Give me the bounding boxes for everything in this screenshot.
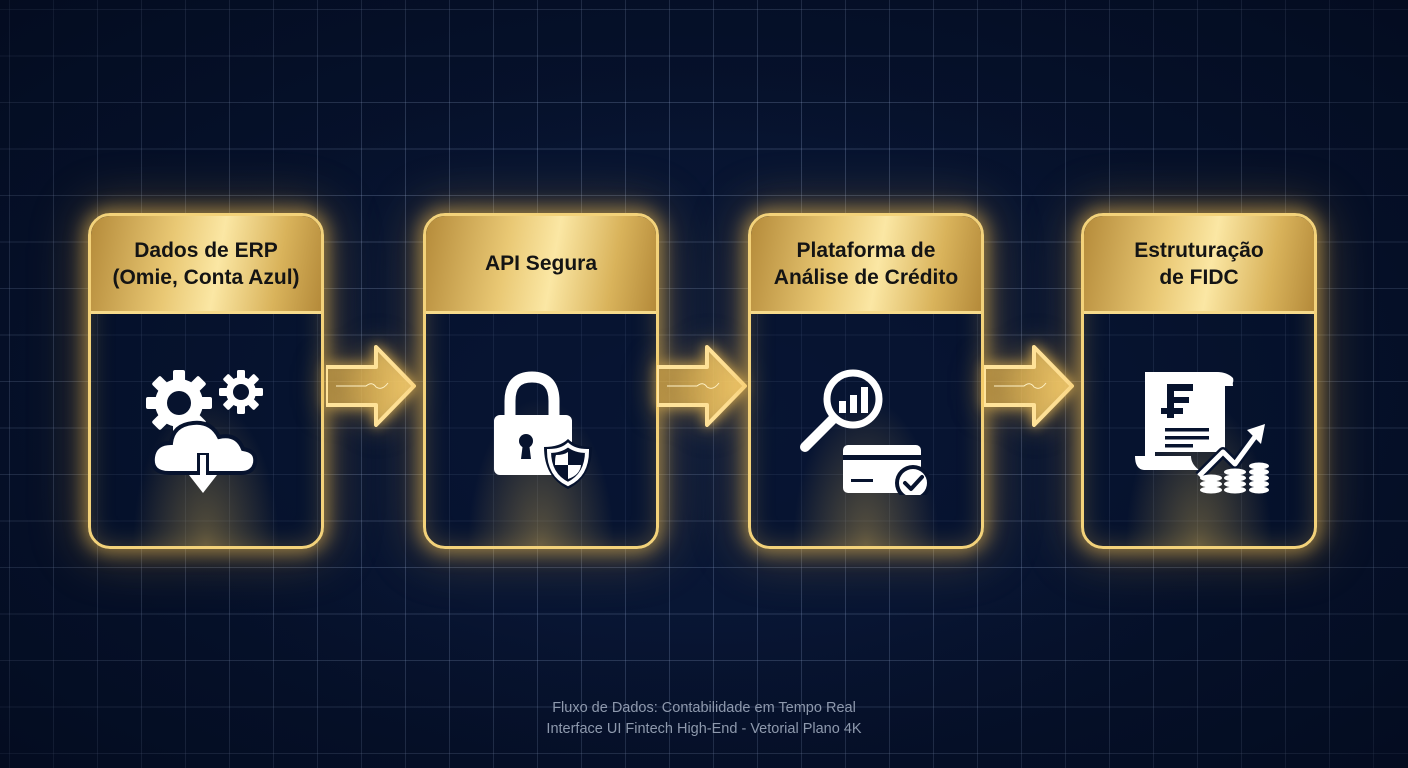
step-card-fidc-structuring: Estruturação de FIDC [1081,213,1317,549]
step-title-line2: (Omie, Conta Azul) [112,265,300,289]
document-growth-coins-icon [1129,360,1269,500]
step-title-line1: Plataforma de [796,238,936,262]
step-title-line1: Dados de ERP [134,238,278,262]
step-card-secure-api: API Segura [423,213,659,549]
arrow-right-icon [324,343,418,429]
step-title-line1: API Segura [484,252,598,275]
gears-cloud-download-icon [141,365,271,495]
footer-line-1: Fluxo de Dados: Contabilidade em Tempo R… [552,700,856,716]
padlock-shield-icon [476,365,606,495]
arrow-right-icon [982,343,1076,429]
step-card-erp-data: Dados de ERP (Omie, Conta Azul) [88,213,324,549]
footer-line-2: Interface UI Fintech High-End - Vetorial… [546,721,862,737]
footer-caption: Fluxo de Dados: Contabilidade em Tempo R… [0,698,1408,740]
step-title-line1: Estruturação [1134,238,1264,262]
step-card-header: Plataforma de Análise de Crédito [751,216,981,314]
step-title-line2: de FIDC [1159,265,1239,289]
step-card-header: Dados de ERP (Omie, Conta Azul) [91,216,321,314]
arrow-right-icon [655,343,749,429]
step-card-header: API Segura [426,216,656,314]
magnifier-chart-credit-card-check-icon [791,365,941,495]
step-card-credit-analysis: Plataforma de Análise de Crédito [748,213,984,549]
step-card-header: Estruturação de FIDC [1084,216,1314,314]
step-title-line2: Análise de Crédito [773,265,959,289]
